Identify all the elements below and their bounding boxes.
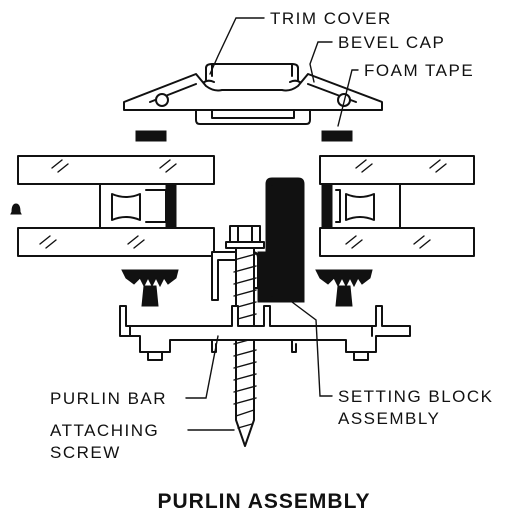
label-trim-cover: TRIM COVER <box>270 9 392 28</box>
setting-block-assembly <box>211 177 305 303</box>
label-setting-block-2: ASSEMBLY <box>338 409 440 428</box>
gasket-tree-right <box>315 269 373 307</box>
foam-tape-left <box>135 130 167 142</box>
glazing-panel-left <box>17 155 215 257</box>
leader-bevel-cap <box>309 41 333 83</box>
label-attaching-screw-2: SCREW <box>50 443 121 462</box>
label-attaching-screw-1: ATTACHING <box>50 421 159 440</box>
label-setting-block-1: SETTING BLOCK <box>338 387 494 406</box>
leader-foam-tape <box>337 69 359 127</box>
trim-cover <box>199 63 305 87</box>
purlin-bar <box>119 305 411 361</box>
glazing-panel-right <box>319 155 475 257</box>
leader-setting-block <box>291 301 333 397</box>
bell-icon <box>10 203 22 215</box>
foam-tape-right <box>321 130 353 142</box>
leader-purlin-bar <box>185 335 219 399</box>
label-foam-tape: FOAM TAPE <box>364 61 474 80</box>
label-purlin-bar: PURLIN BAR <box>50 389 167 408</box>
diagram-title: PURLIN ASSEMBLY <box>158 490 371 513</box>
label-bevel-cap: BEVEL CAP <box>338 33 445 52</box>
leader-trim-cover <box>209 17 265 75</box>
bevel-cap <box>123 73 383 125</box>
gasket-tree-left <box>121 269 179 307</box>
